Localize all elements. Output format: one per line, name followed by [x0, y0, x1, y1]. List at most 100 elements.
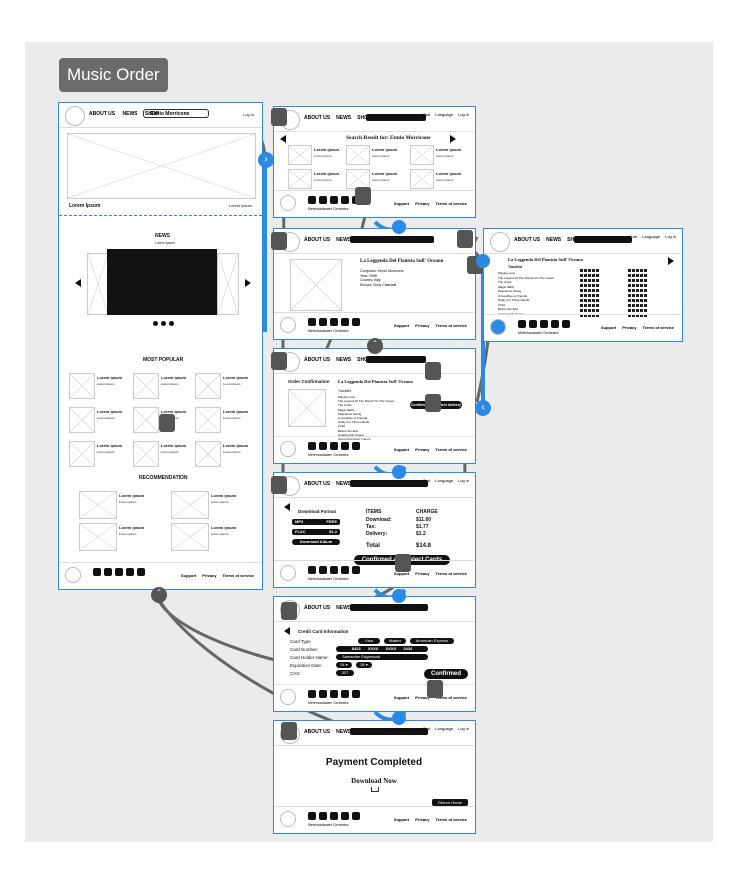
nav-about[interactable]: ABOUT US [304, 357, 331, 363]
connection-handle[interactable] [355, 187, 371, 205]
facebook-icon[interactable] [341, 690, 349, 698]
footer-terms[interactable]: Terms of service [435, 447, 468, 452]
music-icon[interactable] [104, 568, 112, 576]
track-item[interactable]: A Goodbye to Friends [498, 293, 528, 298]
nav-about[interactable]: ABOUT US [304, 237, 331, 243]
track-item[interactable]: Magic Waltz [498, 284, 515, 289]
connection-handle[interactable] [425, 394, 441, 412]
result-thumb[interactable] [346, 145, 370, 165]
facebook-icon[interactable] [341, 442, 349, 450]
youtube-icon[interactable] [308, 442, 316, 450]
footer-terms[interactable]: Terms of service [435, 323, 468, 328]
instagram-icon[interactable] [330, 812, 338, 820]
track-rating[interactable] [580, 309, 599, 312]
music-icon[interactable] [319, 442, 327, 450]
search-input[interactable] [366, 356, 426, 363]
popular-item-title[interactable]: Lorem ipsum [161, 443, 187, 448]
result-title[interactable]: Lorem ipsum [436, 147, 462, 152]
flow-node[interactable] [392, 589, 406, 603]
chevron-left-icon[interactable]: ‹ [475, 400, 491, 416]
track-rating[interactable] [628, 274, 647, 277]
facebook-icon[interactable] [126, 568, 134, 576]
recommendation-title-item[interactable]: Lorem ipsum [119, 525, 145, 530]
flow-node[interactable] [476, 254, 490, 268]
card-number-field[interactable]: 8423 XXXX XXXX 3434 [336, 646, 428, 652]
popular-thumb[interactable] [69, 441, 95, 467]
nav-about[interactable]: ABOUT US [304, 481, 331, 487]
instagram-icon[interactable] [330, 566, 338, 574]
nav-news[interactable]: NEWS [336, 237, 352, 243]
track-rating[interactable] [628, 279, 647, 282]
card-type-master[interactable]: Master [384, 638, 406, 644]
track-rating[interactable] [628, 299, 647, 302]
footer-terms[interactable]: Terms of service [435, 201, 468, 206]
carousel-next-icon[interactable] [245, 279, 251, 287]
carousel-prev-icon[interactable] [75, 279, 81, 287]
facebook-icon[interactable] [341, 812, 349, 820]
back-icon[interactable] [284, 503, 290, 511]
camera-icon[interactable] [562, 320, 570, 328]
track-rating[interactable] [628, 304, 647, 307]
nav-news[interactable]: NEWS [336, 481, 352, 487]
footer-terms[interactable]: Terms of service [435, 695, 468, 700]
login-link[interactable]: Log in [458, 112, 469, 117]
popular-item-title[interactable]: Lorem ipsum [97, 443, 123, 448]
youtube-icon[interactable] [308, 690, 316, 698]
flow-node[interactable] [491, 320, 505, 334]
popular-item-title[interactable]: Lorem ipsum [223, 375, 249, 380]
search-input[interactable] [350, 728, 428, 735]
popular-item-title[interactable]: Lorem ipsum [161, 409, 187, 414]
track-item[interactable]: Peacetime Swing [498, 289, 522, 293]
popular-thumb[interactable] [195, 373, 221, 399]
tracks-next-icon[interactable] [668, 257, 674, 265]
camera-icon[interactable] [137, 568, 145, 576]
track-rating[interactable] [580, 274, 599, 277]
camera-icon[interactable] [352, 812, 360, 820]
youtube-icon[interactable] [308, 196, 316, 204]
track-item[interactable]: Amazing Mr. Finest [498, 311, 524, 316]
camera-icon[interactable] [352, 566, 360, 574]
recommendation-title-item[interactable]: Lorem ipsum [211, 493, 237, 498]
popular-thumb[interactable] [133, 373, 159, 399]
connection-handle[interactable] [281, 722, 297, 740]
login-link[interactable]: Log in [665, 234, 676, 239]
track-rating[interactable] [628, 289, 647, 292]
login-link[interactable]: Log in [458, 478, 469, 483]
footer-privacy[interactable]: Privacy [415, 695, 430, 700]
track-rating[interactable] [580, 304, 599, 307]
holder-field[interactable]: Samanthe Edgewood [336, 654, 428, 660]
flow-node[interactable] [392, 711, 406, 725]
nav-shop[interactable]: SHOP [357, 115, 372, 121]
nav-news[interactable]: NEWS [546, 237, 562, 243]
download-album-button[interactable]: Download Album [292, 539, 340, 545]
youtube-icon[interactable] [93, 568, 101, 576]
music-icon[interactable] [319, 318, 327, 326]
track-rating[interactable] [580, 284, 599, 287]
facebook-icon[interactable] [341, 318, 349, 326]
popular-thumb[interactable] [195, 441, 221, 467]
track-rating[interactable] [628, 269, 647, 272]
language-link[interactable]: Language [435, 478, 454, 483]
language-link[interactable]: Language [642, 234, 661, 239]
popular-thumb[interactable] [133, 407, 159, 433]
popular-thumb[interactable] [69, 407, 95, 433]
language-link[interactable]: Language [435, 726, 454, 731]
popular-item-title[interactable]: Lorem ipsum [161, 375, 187, 380]
chevron-up-icon[interactable]: ˆ [367, 338, 383, 354]
youtube-icon[interactable] [308, 812, 316, 820]
search-input[interactable]: Ennio Morricone [143, 109, 209, 118]
track-rating[interactable] [628, 309, 647, 312]
popular-item-title[interactable]: Lorem ipsum [223, 443, 249, 448]
footer-support[interactable]: Support [180, 573, 197, 578]
youtube-icon[interactable] [308, 566, 316, 574]
recommendation-thumb[interactable] [171, 523, 209, 551]
recommendation-thumb[interactable] [79, 491, 117, 519]
track-item[interactable]: The Legend Of The Pianist On The Ocean [498, 275, 555, 280]
nav-news[interactable]: NEWS [336, 605, 352, 611]
footer-privacy[interactable]: Privacy [415, 447, 430, 452]
language-link[interactable]: Language [435, 112, 454, 117]
track-rating[interactable] [628, 284, 647, 287]
nav-shop[interactable]: SHOP [144, 111, 160, 117]
search-input[interactable] [350, 604, 428, 611]
recommendation-title-item[interactable]: Lorem ipsum [119, 493, 145, 498]
